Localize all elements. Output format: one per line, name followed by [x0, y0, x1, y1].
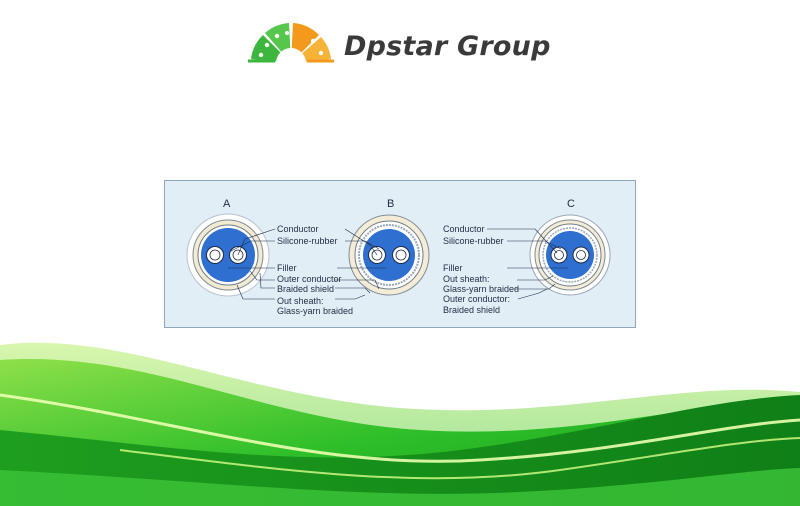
cable-b [348, 214, 430, 296]
c-label-filler: Filler [443, 263, 463, 273]
label-outer-conductor: Outer conductor [277, 274, 342, 284]
cable-a [186, 213, 270, 297]
diagram-svg: A Conductor Silicone-rubber Filler Outer… [186, 198, 611, 316]
section-b-letter: B [387, 198, 394, 210]
cable-c [529, 214, 611, 296]
sunburst-logo-icon [248, 23, 334, 69]
c-label-braided-shield: Braided shield [443, 305, 500, 315]
c-label-silicone-rubber: Silicone-rubber [443, 236, 504, 246]
cable-cross-section-diagram: A Conductor Silicone-rubber Filler Outer… [164, 180, 636, 328]
label-out-sheath: Out sheath: [277, 296, 324, 306]
label-filler: Filler [277, 263, 297, 273]
c-label-glass-yarn-braided: Glass-yarn braided [443, 284, 519, 294]
label-glass-yarn-braided: Glass-yarn braided [277, 306, 353, 316]
section-c-letter: C [567, 198, 575, 210]
brand-name: Dpstar Group [344, 30, 551, 62]
c-label-outer-conductor: Outer conductor: [443, 294, 510, 304]
label-conductor: Conductor [277, 224, 319, 234]
header: Dpstar Group [248, 22, 551, 70]
c-label-out-sheath: Out sheath: [443, 274, 490, 284]
c-label-conductor: Conductor [443, 224, 485, 234]
section-a-letter: A [223, 198, 231, 210]
label-silicone-rubber: Silicone-rubber [277, 236, 338, 246]
label-braided-shield: Braided shield [277, 284, 334, 294]
